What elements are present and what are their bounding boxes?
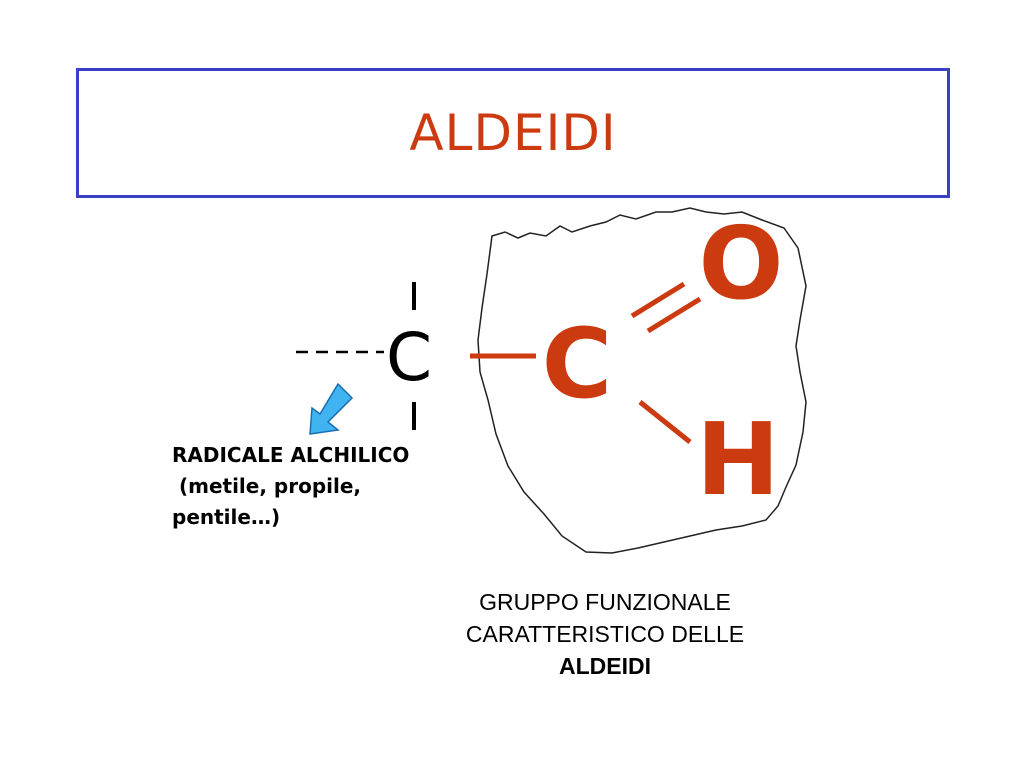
page-title: ALDEIDI	[409, 104, 617, 162]
double-bond-lower	[646, 296, 702, 334]
radicale-line3: pentile…)	[172, 505, 281, 529]
single-bond-c-h	[638, 400, 692, 444]
functional-group-outline	[477, 207, 807, 554]
oxygen-label: O	[698, 205, 783, 322]
title-box: ALDEIDI	[76, 68, 950, 198]
gruppo-caption: GRUPPO FUNZIONALE CARATTERISTICO DELLE A…	[420, 586, 790, 682]
hydrogen-label: H	[696, 401, 780, 518]
alkyl-carbon-label: C	[386, 319, 432, 396]
blue-arrow-icon	[309, 382, 354, 435]
gruppo-line3: ALDEIDI	[559, 653, 651, 679]
double-bond-upper	[630, 281, 686, 319]
radicale-line1: RADICALE ALCHILICO	[172, 443, 410, 467]
functional-carbon-label: C	[542, 308, 612, 420]
gruppo-line1: GRUPPO FUNZIONALE	[479, 589, 731, 615]
radicale-line2: (metile, propile,	[172, 474, 362, 498]
radicale-caption: RADICALE ALCHILICO (metile, propile, pen…	[172, 440, 409, 533]
gruppo-line2: CARATTERISTICO DELLE	[465, 621, 745, 647]
